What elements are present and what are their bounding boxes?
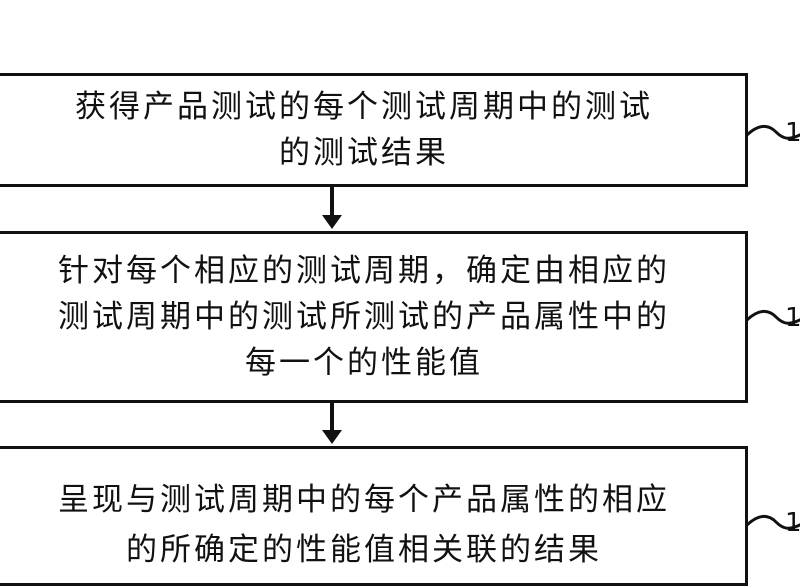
step-3-ref: 1 xyxy=(785,508,800,538)
step-3-box: 呈现与测试周期中的每个产品属性的相应 的所确定的性能值相关联的结果 xyxy=(0,446,748,586)
step-2-box: 针对每个相应的测试周期，确定由相应的 测试周期中的测试所测试的产品属性中的 每一… xyxy=(0,231,748,403)
arrow-1-to-2 xyxy=(322,187,342,229)
step-1-ref: 1 xyxy=(785,118,800,148)
step-3-line-2: 的所确定的性能值相关联的结果 xyxy=(126,532,602,568)
step-1-box: 获得产品测试的每个测试周期中的测试 的测试结果 xyxy=(0,73,748,187)
step-2-line-3: 每一个的性能值 xyxy=(245,345,483,381)
step-3-leader xyxy=(746,515,800,530)
step-1-leader xyxy=(746,125,800,140)
step-2-line-1: 针对每个相应的测试周期，确定由相应的 xyxy=(58,253,670,289)
arrow-2-to-3 xyxy=(322,403,342,444)
step-2-leader xyxy=(746,310,800,325)
step-3-line-1: 呈现与测试周期中的每个产品属性的相应 xyxy=(58,482,670,518)
step-2-line-2: 测试周期中的测试所测试的产品属性中的 xyxy=(58,299,670,335)
step-1-line-1: 获得产品测试的每个测试周期中的测试 xyxy=(75,89,653,125)
step-2-ref: 1 xyxy=(785,303,800,333)
step-1-line-2: 的测试结果 xyxy=(279,135,449,171)
